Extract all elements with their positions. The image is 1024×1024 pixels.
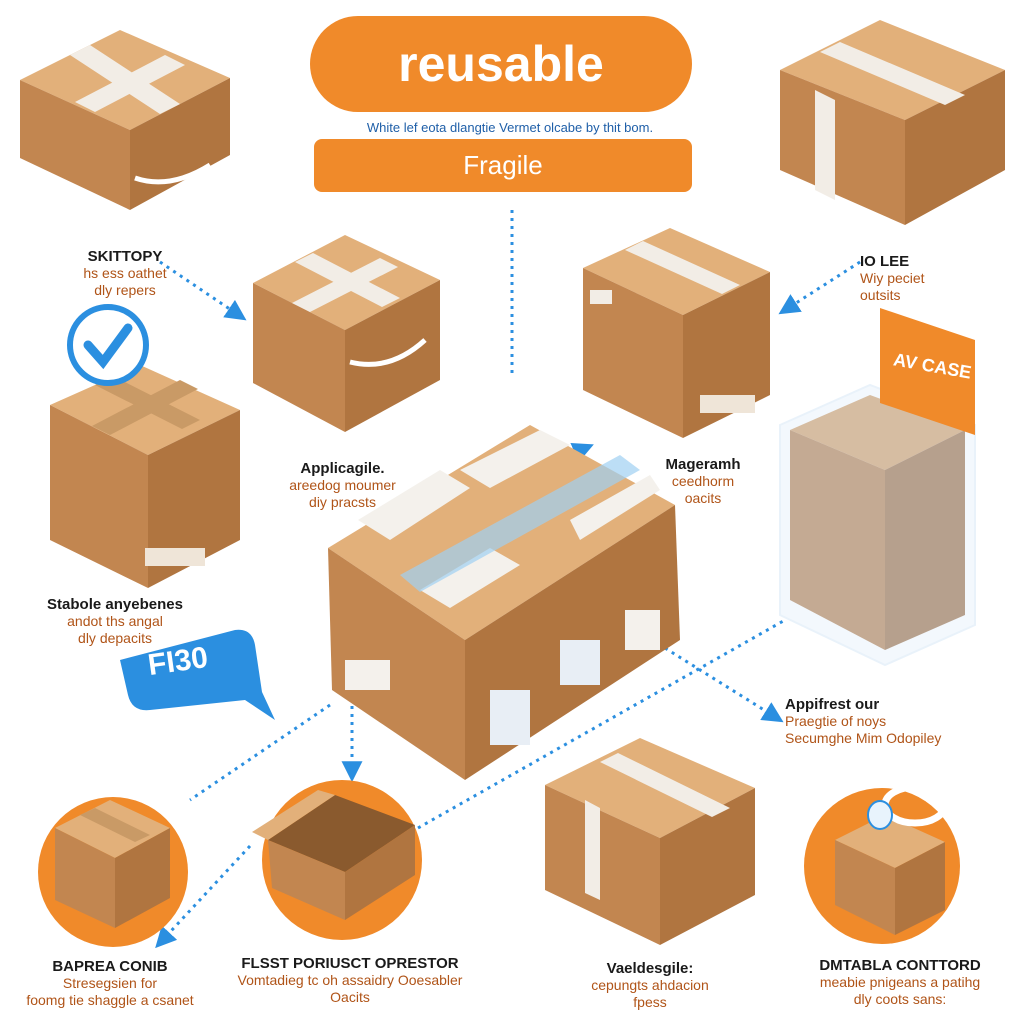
header-title: reusable (310, 16, 692, 112)
label-left: Stabole anyebenes andot ths angal dly de… (47, 596, 183, 646)
label-bottom-3: Vaeldesgile: cepungts ahdacion fpess (591, 960, 709, 1010)
connector-top-left (159, 260, 247, 321)
speech-bubble-tag (120, 629, 275, 720)
smile-icon (349, 338, 427, 367)
fragile-badge: Fragile (314, 139, 692, 192)
smile-icon (134, 162, 212, 185)
label-bottom-2: FLSST PORIUSCT OPRESTOR Vomtadieg tc oh … (237, 955, 463, 1005)
box-open (252, 790, 415, 920)
connector-bottom-left (155, 844, 252, 949)
box-top-right (780, 20, 1005, 225)
box-center-labeled (328, 425, 680, 780)
box-bottom-1 (55, 800, 170, 928)
box-wrapped-plastic (779, 383, 976, 667)
label-mid-left: Applicagile. areedog moumer diy pracsts (289, 460, 396, 510)
box-left (50, 365, 240, 588)
connector-lines (155, 210, 861, 949)
header-subtitle: White lef eota dlangtie Vermet olcabe by… (366, 120, 654, 135)
label-bottom-1: BAPREA CONIB Stresegsien for foomg tie s… (26, 958, 194, 1008)
label-top-left: SKITTOPY hs ess oathet dly repers (83, 248, 167, 298)
connector-diagonal (417, 618, 786, 830)
connector-right (664, 646, 784, 723)
label-bottom-4: DMTABLA CONTTORD meabie pnigeans a patih… (819, 957, 981, 1007)
label-mid-right: Mageramh ceedhorm oacits (665, 456, 741, 506)
box-top-left (20, 30, 230, 210)
box-bottom-3 (545, 738, 755, 945)
label-top-right: IO LEE Wiy peciet outsits (860, 253, 925, 303)
box-upper-center-right (583, 228, 770, 438)
box-bottom-4 (835, 783, 949, 935)
connector-lower-left (189, 703, 331, 802)
check-badge-icon (67, 304, 149, 386)
box-upper-center-left (253, 235, 440, 432)
label-right: Appifrest our Praegtie of noys Secumghe … (785, 696, 942, 746)
orange-card (880, 308, 975, 435)
connector-top-right (778, 260, 861, 315)
